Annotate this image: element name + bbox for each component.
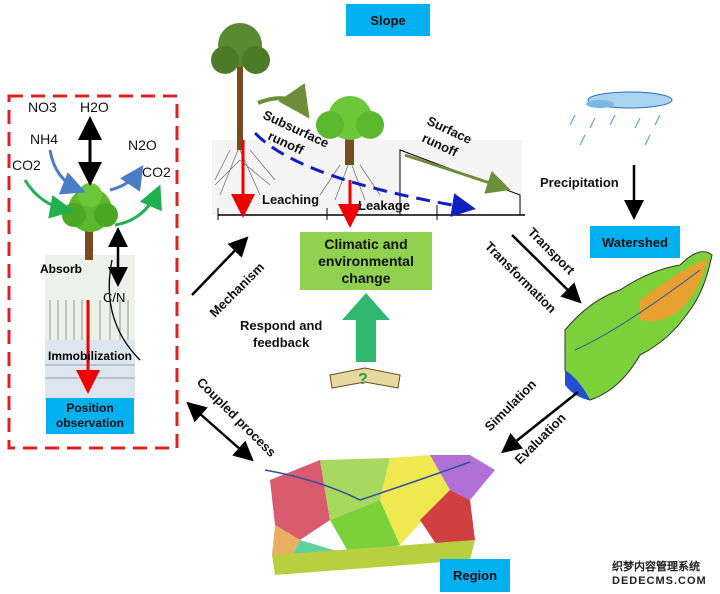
book-icon: ?: [329, 367, 401, 389]
nh4-label: NH4: [30, 131, 58, 147]
simulation-arrow: [501, 391, 579, 454]
position-observation-line-1: Position: [66, 401, 114, 415]
svg-text:?: ?: [358, 371, 368, 388]
tree-icon: [62, 183, 118, 260]
cn-label: C/N: [103, 290, 125, 305]
respond-label-1: Respond and: [240, 318, 322, 333]
co2-emission-arrow: [114, 184, 162, 227]
coupled-process-arrow: [186, 401, 254, 462]
climatic-change-box: Climatic and environmental change: [300, 232, 432, 290]
absorb-label: Absorb: [40, 262, 82, 276]
rain-cloud-icon: [569, 91, 673, 146]
site-scale-border: [7, 94, 179, 450]
n2o-emission-arrow: [109, 165, 144, 192]
n2o-label: N2O: [128, 137, 157, 153]
climatic-line-1: Climatic and: [324, 235, 408, 252]
h2o-label: H2O: [80, 99, 109, 115]
watermark-line-1: 织梦内容管理系统: [612, 559, 700, 573]
climatic-line-3: change: [341, 269, 391, 286]
watermark-line-2: DEDECMS.COM: [612, 575, 707, 587]
no3-label: NO3: [28, 99, 57, 115]
simulation-label: Simulation: [482, 376, 540, 434]
co2-left-label: CO2: [12, 157, 41, 173]
leakage-label: Leakage: [358, 198, 410, 213]
subsurface-runoff-arrow: [253, 131, 476, 217]
slope-label-box: Slope: [346, 4, 430, 36]
co2-right-label: CO2: [142, 164, 171, 180]
surface-runoff-arrow: [404, 153, 511, 194]
region-map: [264, 455, 495, 575]
nitrogen-uptake-arrow: [48, 149, 86, 195]
soil-profile: [45, 255, 135, 400]
mechanism-arrow: [191, 236, 249, 296]
transport-arrow: [511, 234, 582, 304]
precipitation-label: Precipitation: [540, 175, 619, 190]
region-label-box: Region: [440, 559, 510, 592]
position-observation-line-2: observation: [55, 416, 124, 430]
subsurface-flow-arrow: [257, 83, 310, 119]
region-label: Region: [452, 568, 498, 583]
co2-uptake-arrow: [23, 179, 74, 219]
immobilization-label: Immobilization: [48, 349, 132, 363]
respond-label-2: feedback: [253, 335, 310, 350]
position-observation-box: Position observation: [46, 398, 134, 434]
leaching-label: Leaching: [262, 192, 319, 207]
respond-arrow: [342, 293, 390, 362]
slope-scene: [211, 23, 525, 220]
transport-label: Transport: [525, 225, 578, 278]
climatic-line-2: environmental: [318, 252, 414, 269]
watershed-label-box: Watershed: [590, 226, 680, 258]
immobilization-curve: [108, 259, 141, 361]
mechanism-label: Mechanism: [207, 259, 268, 320]
watershed-label: Watershed: [602, 234, 668, 250]
slope-label: Slope: [370, 12, 406, 28]
